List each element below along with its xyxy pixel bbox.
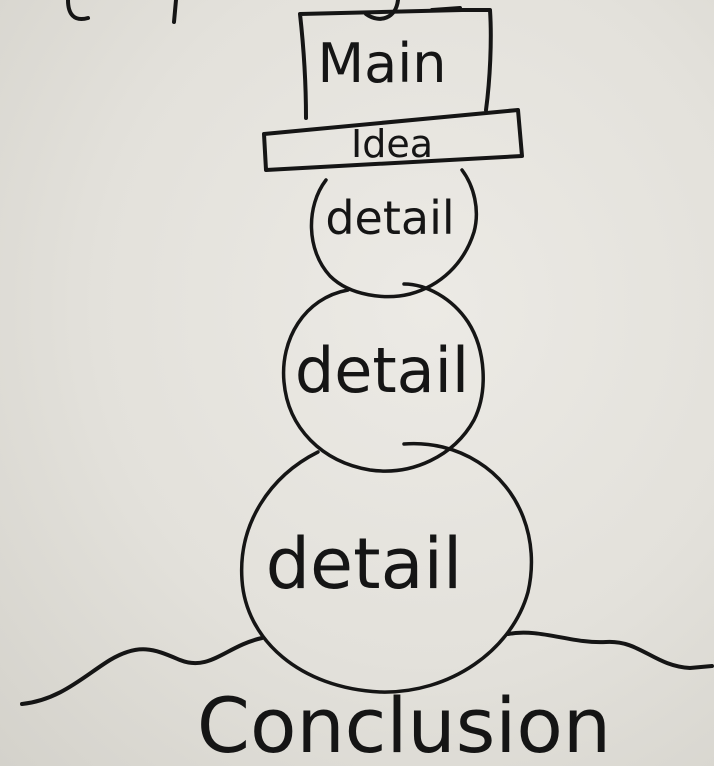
head-detail-label: detail xyxy=(325,191,454,245)
head-circle xyxy=(309,168,479,299)
conclusion-label: Conclusion xyxy=(197,681,611,766)
middle-circle xyxy=(281,282,485,473)
snow-ground-left xyxy=(20,636,264,706)
middle-detail-label: detail xyxy=(295,334,469,407)
bottom-detail-label: detail xyxy=(266,523,463,605)
snow-ground-right xyxy=(506,630,714,670)
hat-top-word: Main xyxy=(318,32,447,95)
hat-brim-word: Idea xyxy=(351,122,433,166)
bottom-circle xyxy=(239,441,534,694)
hat-brim xyxy=(262,108,524,172)
hat-crown xyxy=(298,8,493,120)
